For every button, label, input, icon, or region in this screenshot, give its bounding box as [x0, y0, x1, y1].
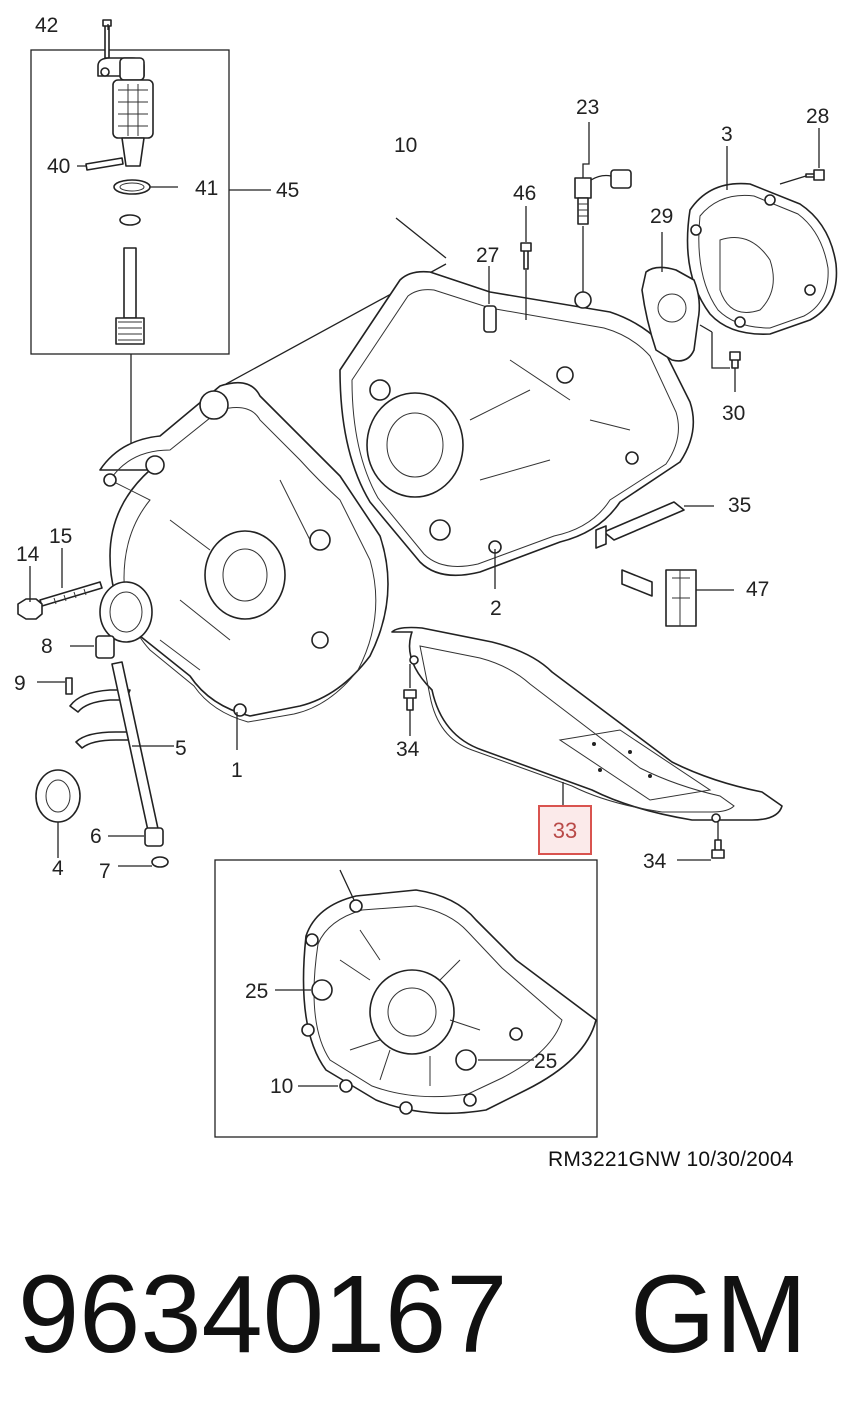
callout-34-left: 34	[396, 738, 420, 761]
undercover-part-33	[391, 626, 783, 861]
callout-6: 6	[90, 825, 102, 848]
exploded-parts-diagram: 42 40 41 45 10 23 3 28 46 27 29 30 35 15…	[14, 14, 838, 1138]
callout-3: 3	[721, 123, 733, 146]
callout-labels: 42 40 41 45 10 23 3 28 46 27 29 30 35 15…	[14, 14, 829, 1098]
top-right-parts	[483, 122, 838, 392]
callout-5: 5	[175, 737, 187, 760]
callout-42: 42	[35, 14, 58, 37]
callout-33: 33	[553, 818, 577, 843]
small-parts-35-47	[595, 501, 734, 627]
callout-2: 2	[490, 597, 502, 620]
callout-1: 1	[231, 759, 243, 782]
part-number: 96340167	[18, 1253, 508, 1376]
callout-14: 14	[16, 543, 40, 566]
callout-47: 47	[746, 578, 769, 601]
highlight-box-33	[538, 805, 592, 855]
inset-box-top-left	[30, 49, 230, 355]
callout-30: 30	[722, 402, 745, 425]
callout-7: 7	[99, 860, 111, 883]
shift-fork-parts	[17, 548, 174, 868]
callout-40: 40	[47, 155, 70, 178]
callout-28: 28	[806, 105, 829, 128]
speedometer-gear-assembly	[30, 19, 271, 454]
callout-25-right: 25	[534, 1050, 557, 1073]
callout-9: 9	[14, 672, 26, 695]
callout-8: 8	[41, 635, 53, 658]
callout-15: 15	[49, 525, 72, 548]
callout-45: 45	[276, 179, 299, 202]
case-detail-inset	[214, 859, 598, 1138]
drawing-code: RM3221GNW 10/30/2004	[548, 1148, 794, 1171]
part-footer: 96340167 GM	[18, 1245, 807, 1385]
brand-name: GM	[629, 1253, 808, 1376]
callout-4: 4	[52, 857, 64, 880]
callout-25-left: 25	[245, 980, 268, 1003]
callout-23: 23	[576, 96, 599, 119]
callout-29: 29	[650, 205, 673, 228]
callout-10-bottom: 10	[270, 1075, 293, 1098]
callout-27: 27	[476, 244, 499, 267]
callout-35: 35	[728, 494, 751, 517]
callout-34-right: 34	[643, 850, 667, 873]
inset-box-bottom	[214, 859, 598, 1138]
callout-41: 41	[195, 177, 218, 200]
clutch-housing	[99, 217, 447, 750]
callout-46: 46	[513, 182, 536, 205]
callout-10-top: 10	[394, 134, 417, 157]
transaxle-case	[339, 270, 695, 589]
